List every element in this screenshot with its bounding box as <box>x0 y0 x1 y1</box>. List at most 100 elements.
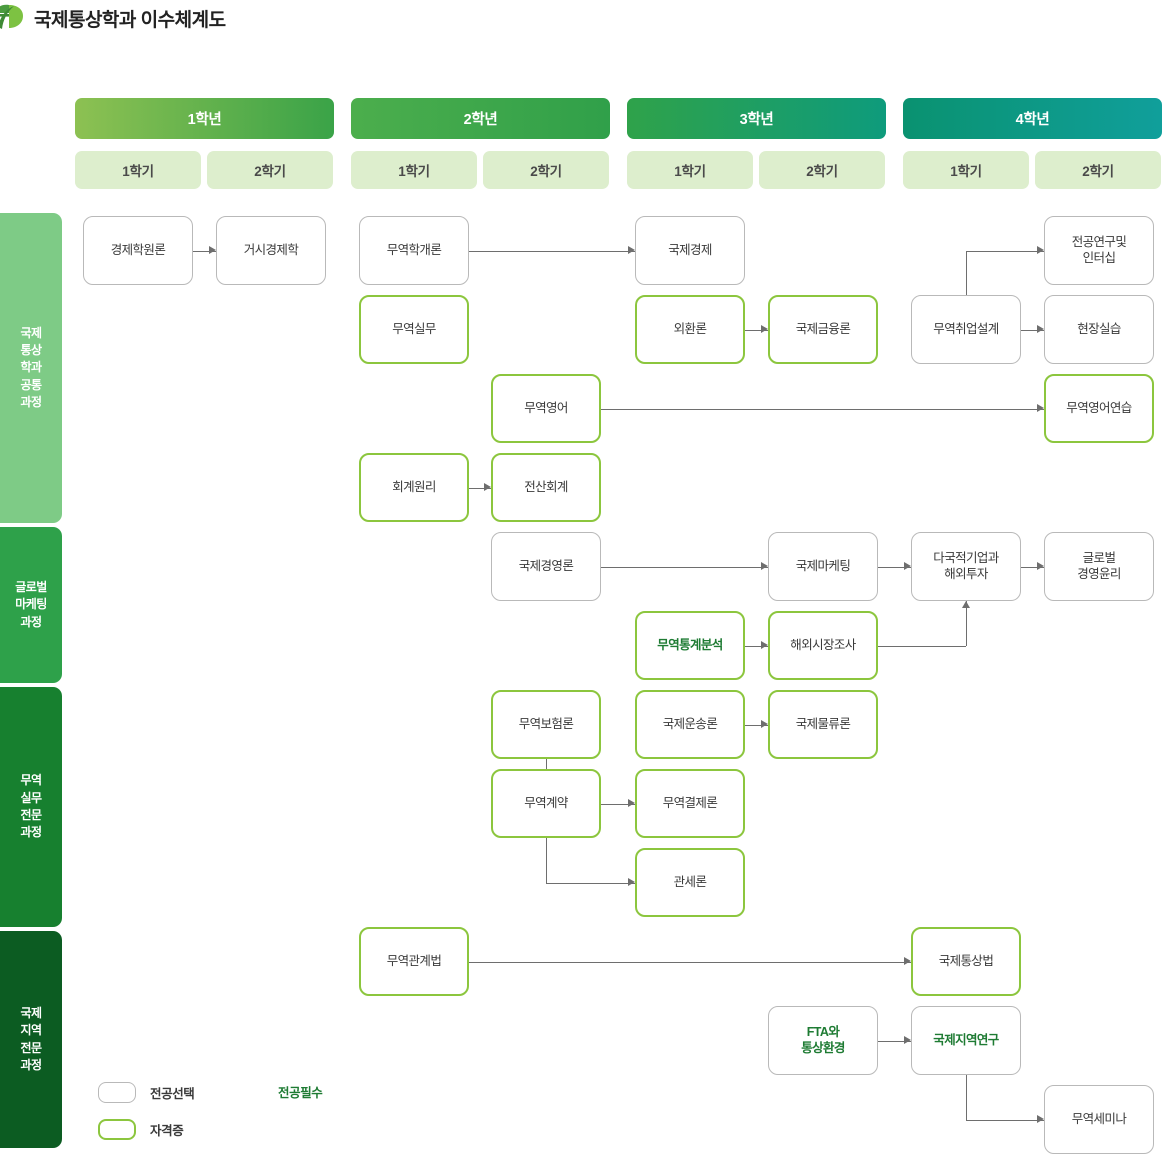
arrowhead-right-icon <box>761 325 768 333</box>
course-box[interactable]: 무역영어연습 <box>1044 374 1154 443</box>
course-label: 무역영어연습 <box>1066 400 1132 415</box>
legend-row-certificate: 자격증 <box>98 1119 184 1140</box>
connector-line <box>469 487 491 489</box>
semester-header-2: 2학기 <box>207 151 333 189</box>
course-label: 무역결제론 <box>662 795 718 810</box>
arrowhead-right-icon <box>904 562 911 570</box>
connector-line <box>878 1040 911 1042</box>
year-header-2: 2학년 <box>351 98 610 139</box>
arrowhead-right-icon <box>904 1036 911 1044</box>
legend-swatch-certificate <box>98 1119 136 1140</box>
semester-header-7: 1학기 <box>903 151 1029 189</box>
legend-swatch-elective <box>98 1082 136 1103</box>
course-box[interactable]: 국제금융론 <box>768 295 878 364</box>
course-box[interactable]: 무역계약 <box>491 769 601 838</box>
connector-line <box>469 961 911 963</box>
connector-line <box>878 645 966 647</box>
arrowhead-right-icon <box>1037 246 1044 254</box>
course-box[interactable]: 국제경영론 <box>491 532 601 601</box>
legend-label-certificate: 자격증 <box>150 1124 184 1138</box>
connector-line <box>745 329 768 331</box>
course-box[interactable]: 무역영어 <box>491 374 601 443</box>
arrowhead-right-icon <box>628 246 635 254</box>
course-box[interactable]: 국제물류론 <box>768 690 878 759</box>
course-label: 무역영어 <box>524 400 568 415</box>
course-box[interactable]: 국제지역연구 <box>911 1006 1021 1075</box>
course-box[interactable]: 현장실습 <box>1044 295 1154 364</box>
arrowhead-right-icon <box>1037 325 1044 333</box>
connector-line <box>601 803 635 805</box>
course-box[interactable]: 무역취업설계 <box>911 295 1021 364</box>
course-label: 회계원리 <box>392 479 436 494</box>
page-header: 국제통상학과 이수체계도 <box>0 0 226 36</box>
course-box[interactable]: 전산회계 <box>491 453 601 522</box>
semester-header-3: 1학기 <box>351 151 477 189</box>
arrowhead-right-icon <box>761 720 768 728</box>
course-label: 무역취업설계 <box>933 321 999 336</box>
course-box[interactable]: 관세론 <box>635 848 745 917</box>
course-label: 국제경제 <box>668 242 712 257</box>
course-label: 국제경영론 <box>518 558 574 573</box>
course-label: 무역관계법 <box>386 953 442 968</box>
connector-line <box>966 250 1044 252</box>
arrowhead-right-icon <box>1037 404 1044 412</box>
connector-line <box>745 645 768 647</box>
course-box[interactable]: 무역통계분석 <box>635 611 745 680</box>
leaf-logo-icon <box>0 3 26 33</box>
legend-row-elective: 전공선택 <box>98 1082 195 1103</box>
course-label: 관세론 <box>673 874 707 889</box>
arrowhead-right-icon <box>761 641 768 649</box>
course-label: 해외시장조사 <box>790 637 856 652</box>
course-box[interactable]: 국제통상법 <box>911 927 1021 996</box>
course-label: 국제운송론 <box>662 716 718 731</box>
semester-header-5: 1학기 <box>627 151 753 189</box>
connector-line <box>193 250 216 252</box>
arrowhead-right-icon <box>1037 562 1044 570</box>
course-box[interactable]: 무역결제론 <box>635 769 745 838</box>
course-label: 거시경제학 <box>243 242 299 257</box>
course-box[interactable]: 회계원리 <box>359 453 469 522</box>
connector-line <box>966 250 968 295</box>
page-title: 국제통상학과 이수체계도 <box>34 9 226 31</box>
connector-line <box>601 408 1044 410</box>
course-label: 외환론 <box>673 321 707 336</box>
course-label: 경제학원론 <box>110 242 166 257</box>
connector-line <box>546 759 548 769</box>
course-label: 국제통상법 <box>938 953 994 968</box>
course-box[interactable]: 경제학원론 <box>83 216 193 285</box>
course-label: 국제금융론 <box>795 321 851 336</box>
connector-line <box>1021 566 1044 568</box>
course-box[interactable]: 거시경제학 <box>216 216 326 285</box>
arrowhead-right-icon <box>484 483 491 491</box>
course-box[interactable]: 국제경제 <box>635 216 745 285</box>
course-box[interactable]: 국제마케팅 <box>768 532 878 601</box>
connector-line <box>1021 329 1044 331</box>
course-box[interactable]: 외환론 <box>635 295 745 364</box>
course-box[interactable]: 해외시장조사 <box>768 611 878 680</box>
course-box[interactable]: 무역관계법 <box>359 927 469 996</box>
semester-header-4: 2학기 <box>483 151 609 189</box>
course-label: 전산회계 <box>524 479 568 494</box>
course-box[interactable]: 무역실무 <box>359 295 469 364</box>
course-box[interactable]: 무역세미나 <box>1044 1085 1154 1154</box>
course-label: 무역보험론 <box>518 716 574 731</box>
connector-line <box>546 882 635 884</box>
course-box[interactable]: 무역학개론 <box>359 216 469 285</box>
year-header-4: 4학년 <box>903 98 1162 139</box>
course-box[interactable]: 국제운송론 <box>635 690 745 759</box>
semester-header-6: 2학기 <box>759 151 885 189</box>
course-box[interactable]: 무역보험론 <box>491 690 601 759</box>
course-label: 무역학개론 <box>386 242 442 257</box>
connector-line <box>469 250 635 252</box>
connector-line <box>966 1119 1044 1121</box>
legend-label-required: 전공필수 <box>278 1086 323 1100</box>
connector-line <box>546 838 548 883</box>
